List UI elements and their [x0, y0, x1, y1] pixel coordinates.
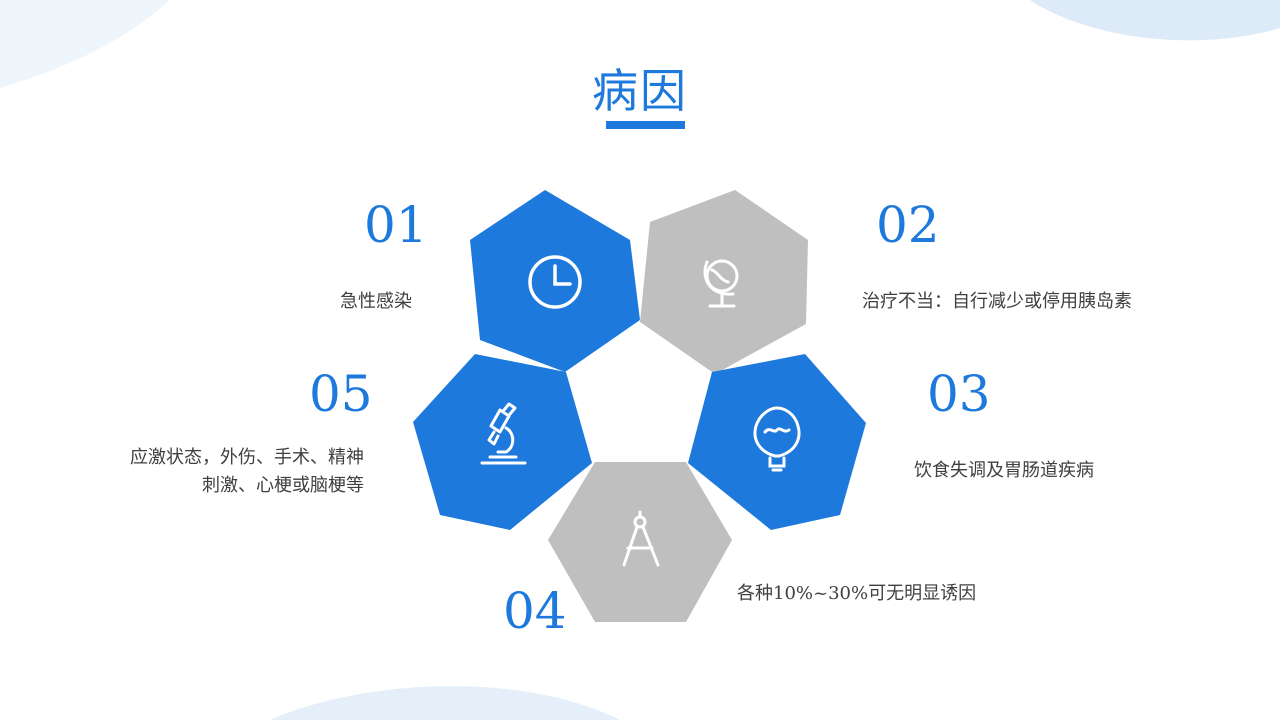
title-underline	[606, 121, 685, 129]
item-05-text: 应激状态，外伤、手术、精神 刺激、心梗或脑梗等	[130, 444, 364, 500]
item-01-text: 急性感染	[340, 291, 412, 312]
item-03-text: 饮食失调及胃肠道疾病	[914, 460, 1094, 481]
item-04-number: 04	[503, 582, 567, 640]
compass-icon	[622, 510, 660, 567]
microscope-icon	[480, 402, 527, 465]
bottom-blob	[270, 686, 620, 720]
lightbulb-icon	[753, 406, 801, 472]
top-left-blob	[0, 0, 170, 88]
item-05-number: 05	[309, 365, 373, 423]
top-right-blob	[1030, 0, 1280, 41]
item-05-text-line-1: 应激状态，外伤、手术、精神	[130, 447, 364, 468]
hexagon-03	[688, 354, 866, 530]
item-02-number: 02	[876, 196, 940, 254]
item-01-number: 01	[364, 196, 428, 254]
item-02-text: 治疗不当：自行减少或停用胰岛素	[862, 291, 1132, 312]
hexagon-02	[640, 190, 808, 374]
item-03-number: 03	[927, 365, 991, 423]
clock-icon	[528, 255, 582, 309]
globe-icon	[703, 259, 739, 308]
page-title: 病因	[592, 64, 688, 118]
item-04-text: 各种10%~30%可无明显诱因	[737, 583, 977, 604]
hexagon-05	[413, 354, 592, 530]
hexagon-04	[548, 462, 732, 622]
item-05-text-line-2: 刺激、心梗或脑梗等	[202, 475, 364, 496]
